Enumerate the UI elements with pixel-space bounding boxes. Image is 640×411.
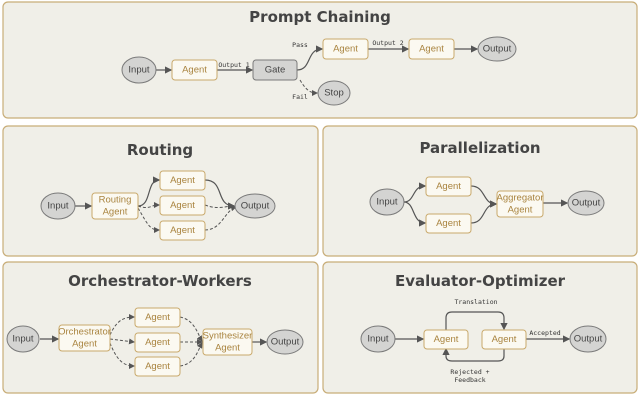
- agent-node: [171, 59, 218, 81]
- panel-title: Routing: [127, 141, 193, 159]
- output-node: [477, 36, 517, 62]
- agent-node: [423, 329, 469, 350]
- edge-label: Output 1: [218, 61, 249, 69]
- edge-label: Translation: [454, 298, 497, 306]
- output-label: Output: [241, 201, 270, 212]
- agent-node: [159, 220, 206, 241]
- panel-title: Parallelization: [419, 139, 540, 157]
- output-label: Output: [572, 198, 601, 209]
- edge-label: Rejected +: [450, 368, 489, 376]
- edge-label: Feedback: [454, 376, 485, 384]
- input-node: [369, 188, 405, 216]
- synthesizer-label: Agent: [215, 343, 240, 354]
- input-label: Input: [376, 197, 397, 208]
- panel-title: Prompt Chaining: [249, 8, 391, 26]
- orchestrator-agent-node: [58, 324, 111, 352]
- routing-agent-label: Routing: [99, 195, 132, 206]
- agent-node: [134, 332, 181, 353]
- output-node: [567, 190, 605, 216]
- output-node: [234, 193, 276, 219]
- aggregator-label: Aggregator: [496, 193, 543, 204]
- agent-label: Agent: [170, 225, 195, 236]
- agent-label: Agent: [434, 334, 459, 345]
- agent-node: [322, 38, 369, 60]
- output-label: Output: [483, 44, 512, 55]
- edge-label: Accepted: [529, 329, 560, 337]
- input-label: Input: [128, 65, 149, 76]
- agent-node: [134, 356, 181, 377]
- panel-evaluator-optimizer: Evaluator-Optimizer Input Agent Agent Ou…: [322, 261, 638, 394]
- panel-orchestrator-workers: Orchestrator-Workers Input Orchestrator …: [2, 261, 319, 394]
- gate-label: Gate: [265, 65, 286, 76]
- orchestrator-label: Orchestrator: [58, 327, 111, 338]
- input-node: [6, 325, 40, 353]
- output-label: Output: [574, 334, 603, 345]
- panel-title: Evaluator-Optimizer: [395, 272, 566, 290]
- input-label: Input: [47, 201, 68, 212]
- agent-label: Agent: [182, 65, 207, 76]
- routing-agent-label: Agent: [103, 207, 128, 218]
- panel-title: Orchestrator-Workers: [68, 272, 252, 290]
- edge-label: Fail: [292, 93, 308, 101]
- agent-node: [134, 307, 181, 328]
- agent-label: Agent: [145, 312, 170, 323]
- agent-label: Agent: [170, 175, 195, 186]
- routing-agent-node: [91, 192, 139, 220]
- agent-node: [425, 176, 472, 197]
- aggregator-label: Agent: [508, 205, 533, 216]
- output-label: Output: [271, 337, 300, 348]
- output-node: [569, 325, 607, 353]
- input-node: [40, 192, 76, 220]
- synthesizer-agent-node: [202, 328, 253, 356]
- agent-node: [481, 329, 527, 350]
- agent-label: Agent: [145, 361, 170, 372]
- aggregator-agent-node: [496, 190, 544, 218]
- agent-label: Agent: [333, 44, 358, 55]
- orchestrator-label: Agent: [72, 339, 97, 350]
- agent-label: Agent: [436, 218, 461, 229]
- agent-label: Agent: [419, 44, 444, 55]
- edge-label: Pass: [292, 41, 308, 49]
- panel-routing: Routing Input Routing Agent Agent Agent …: [2, 125, 319, 257]
- input-node: [121, 56, 157, 84]
- agent-node: [408, 38, 455, 60]
- agent-label: Agent: [436, 181, 461, 192]
- panel-parallelization: Parallelization Input Agent Agent Aggreg…: [322, 125, 638, 257]
- stop-node: [317, 80, 351, 106]
- edge-label: Output 2: [372, 39, 403, 47]
- agent-node: [159, 170, 206, 191]
- gate-node: [252, 59, 298, 81]
- output-node: [266, 329, 304, 355]
- synthesizer-label: Synthesizer: [203, 331, 253, 342]
- input-label: Input: [12, 334, 33, 345]
- panel-prompt-chaining: Prompt Chaining Input Agent Gate Stop Ag…: [2, 1, 638, 119]
- stop-label: Stop: [324, 88, 344, 99]
- agent-label: Agent: [145, 337, 170, 348]
- agent-node: [159, 195, 206, 216]
- agent-node: [425, 213, 472, 234]
- input-node: [360, 325, 396, 353]
- agent-label: Agent: [170, 200, 195, 211]
- agent-label: Agent: [492, 334, 517, 345]
- input-label: Input: [367, 334, 388, 345]
